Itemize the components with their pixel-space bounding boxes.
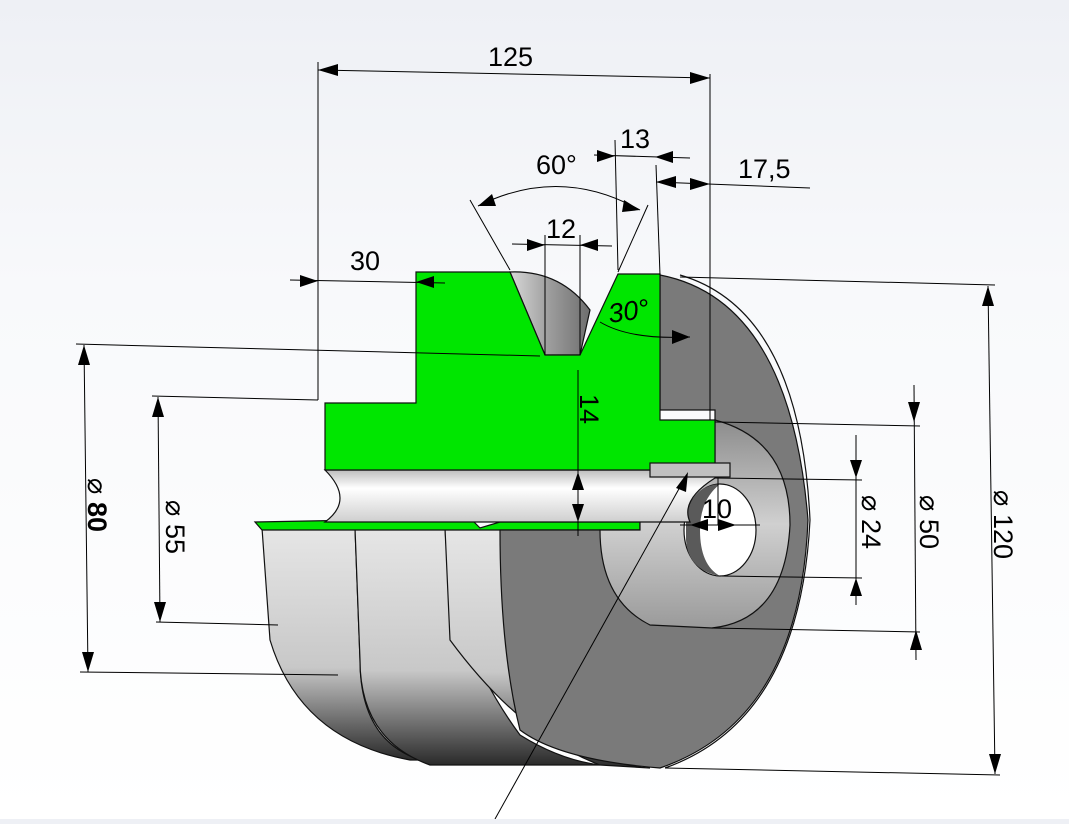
dim-left-rim-width: 30	[350, 246, 380, 276]
diameter-symbol: ⌀	[988, 490, 1018, 506]
groove-surface	[509, 271, 591, 356]
shaft-band	[323, 469, 716, 523]
diameter-value: 50	[914, 519, 944, 549]
diameter-value: 120	[988, 514, 1018, 559]
dimension-lines	[75, 62, 1001, 820]
diameter-symbol: ⌀	[82, 478, 112, 494]
diameter-symbol: ⌀	[160, 500, 190, 516]
dim-groove-diameter: ⌀ 80	[82, 478, 112, 532]
dimension-labels: 125 60° 13 17,5 12 30 30° 14 10 ⌀ 80 ⌀ 5…	[82, 42, 1018, 559]
keyway-slot	[649, 462, 731, 478]
pulley-model	[253, 271, 811, 769]
dim-hub-diameter: ⌀ 50	[914, 495, 944, 549]
dim-hub-offset: 17,5	[738, 154, 791, 184]
diameter-value: 80	[82, 502, 112, 532]
diameter-symbol: ⌀	[914, 495, 944, 511]
dim-bore-diameter: ⌀ 24	[856, 495, 886, 549]
dim-hub-recess-diameter: ⌀ 55	[160, 500, 190, 554]
diameter-value: 55	[160, 524, 190, 554]
dim-flank-angle: 30°	[606, 293, 651, 328]
diameter-symbol: ⌀	[856, 495, 886, 511]
dim-groove-bottom-width: 12	[546, 214, 576, 244]
dim-groove-depth: 14	[574, 394, 604, 424]
bore-shadow	[686, 484, 720, 576]
dim-outer-diameter: ⌀ 120	[988, 490, 1018, 559]
dim-groove-top-offset: 13	[620, 124, 650, 154]
diameter-value: 24	[856, 519, 886, 549]
section-upper	[324, 271, 716, 471]
dim-bore-keyway: 10	[702, 494, 732, 524]
flange-rim-edge	[664, 274, 811, 769]
dim-groove-angle: 60°	[536, 150, 577, 180]
dim-overall-width: 125	[488, 42, 533, 72]
